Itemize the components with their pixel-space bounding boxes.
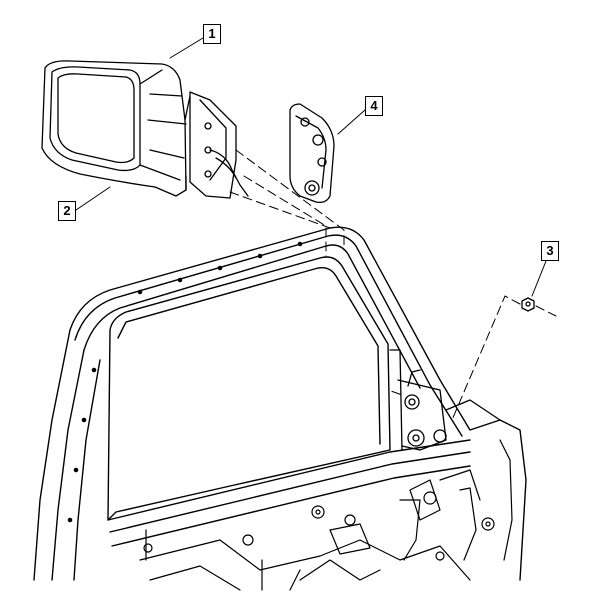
callout-4: 4: [365, 96, 383, 116]
mirror-assembly: [41, 60, 197, 197]
mirror-base: [189, 91, 249, 199]
callout-2: 2: [58, 201, 76, 221]
nut: [521, 297, 535, 312]
leader-lines: [75, 37, 547, 297]
door-inner-mechanism: [139, 439, 513, 591]
door-mirror-mount: [389, 349, 501, 451]
callout-3: 3: [541, 241, 559, 261]
door-frame: [33, 226, 527, 581]
mirror-gasket: [289, 103, 335, 204]
callout-1: 1: [203, 24, 221, 44]
